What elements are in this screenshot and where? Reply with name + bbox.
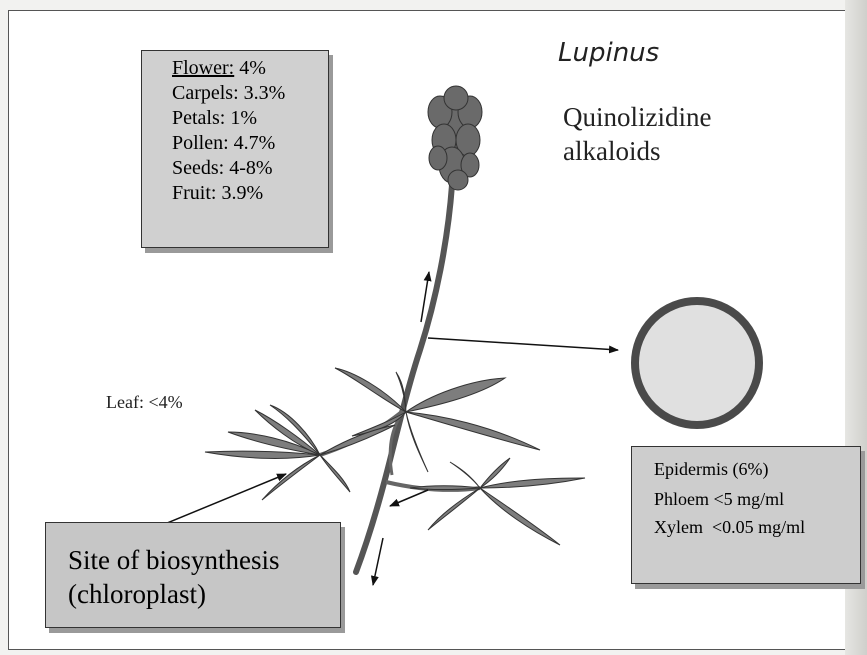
plant-stem	[356, 185, 452, 572]
arrow-to-cross-section	[428, 338, 618, 350]
stem-content-box: Epidermis (6%) Phloem <5 mg/ml Xylem <0.…	[631, 446, 861, 584]
site-line-2: (chloroplast)	[68, 577, 340, 611]
compound-class-label: Quinolizidine alkaloids	[563, 100, 753, 168]
flower-item-fruit: Fruit: 3.9%	[172, 181, 328, 206]
biosynthesis-site-box: Site of biosynthesis (chloroplast)	[45, 522, 341, 628]
flower-item-carpels: Carpels: 3.3%	[172, 81, 328, 106]
flower-content-box: Flower: 4% Carpels: 3.3% Petals: 1% Poll…	[141, 50, 329, 248]
leaf-whorl-upper	[335, 368, 540, 472]
flower-spike	[428, 86, 482, 190]
flower-heading: Flower: 4%	[172, 56, 328, 81]
xylem-label: Xylem <0.05 mg/ml	[654, 513, 860, 541]
genus-title: Lupinus	[558, 38, 659, 68]
leaf-whorl-left	[205, 405, 395, 500]
phloem-label: Phloem <5 mg/ml	[654, 485, 860, 513]
arrow-transport-down	[373, 538, 383, 585]
site-line-1: Site of biosynthesis	[68, 543, 340, 577]
flower-item-pollen: Pollen: 4.7%	[172, 131, 328, 156]
arrow-transport-left	[390, 490, 428, 506]
flower-item-petals: Petals: 1%	[172, 106, 328, 131]
leaf-whorl-lower	[410, 458, 585, 545]
flower-item-seeds: Seeds: 4-8%	[172, 156, 328, 181]
leaf-content-label: Leaf: <4%	[106, 392, 183, 413]
stem-cross-section-icon	[635, 301, 759, 425]
epidermis-label: Epidermis (6%)	[654, 455, 860, 483]
